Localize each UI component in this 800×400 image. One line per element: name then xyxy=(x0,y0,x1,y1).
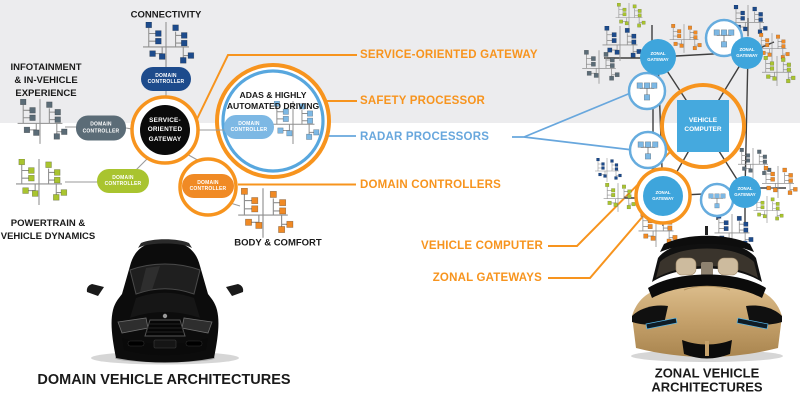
connectivity-label: CONNECTIVITY xyxy=(130,9,202,21)
zonal-gateway-label: ZONAL GATEWAY xyxy=(652,190,674,201)
callout-radar-processors: RADAR PROCESSORS xyxy=(360,131,490,143)
callout-zonal-gateways: ZONAL GATEWAYS xyxy=(432,272,542,284)
vehicle-computer-ring xyxy=(660,83,746,169)
body-comfort-label: BODY & COMFORT xyxy=(234,237,322,249)
zonal-gateway-label: ZONAL GATEWAY xyxy=(734,186,756,197)
zonal-car-image xyxy=(631,226,783,362)
service-oriented-gateway-node xyxy=(130,95,200,165)
domain-controller-pill-body: DOMAIN CONTROLLER xyxy=(182,174,234,198)
domain-architecture-title: DOMAIN VEHICLE ARCHITECTURES xyxy=(37,372,291,388)
domain-controller-pill-infotainment: DOMAIN CONTROLLER xyxy=(76,115,126,141)
domain-controller-pill-adas: DOMAIN CONTROLLER xyxy=(224,115,274,139)
network-tree xyxy=(15,159,68,205)
network-tree xyxy=(761,56,796,86)
service-oriented-gateway-label: SERVICE- ORIENTED GATEWAY xyxy=(147,117,183,143)
callout-service-oriented-gateway: SERVICE-ORIENTED GATEWAY xyxy=(360,49,538,61)
callout-lines xyxy=(196,54,671,279)
network-tree xyxy=(615,3,646,30)
domain-controller-label: DOMAIN CONTROLLER xyxy=(104,174,142,188)
radar-processor-circles xyxy=(627,18,744,218)
zonal-gateway-bottom-right: ZONAL GATEWAY xyxy=(729,176,761,208)
vehicle-computer-label: VEHICLE COMPUTER xyxy=(684,117,722,133)
network-tree xyxy=(17,99,68,144)
callout-safety-processor: SAFETY PROCESSOR xyxy=(360,95,486,107)
domain-controller-label: DOMAIN CONTROLLER xyxy=(82,121,120,135)
zonal-gateway-top-right: ZONAL GATEWAY xyxy=(731,37,763,69)
adas-circle xyxy=(215,63,331,179)
zonal-gateway-label: ZONAL GATEWAY xyxy=(736,47,758,58)
zonal-gateway-label: ZONAL GATEWAY xyxy=(647,51,669,62)
adas-label: ADAS & HIGHLY AUTOMATED DRIVING xyxy=(226,89,320,111)
domain-controller-pill-powertrain: DOMAIN CONTROLLER xyxy=(97,169,149,193)
domain-controller-label: DOMAIN CONTROLLER xyxy=(147,72,185,86)
network-tree xyxy=(237,188,294,238)
zonal-architecture-title: ZONAL VEHICLE ARCHITECTURES xyxy=(651,365,763,395)
callout-vehicle-computer: VEHICLE COMPUTER xyxy=(420,240,543,252)
domain-controller-label: DOMAIN CONTROLLER xyxy=(230,120,268,134)
network-tree xyxy=(594,158,622,182)
network-tree xyxy=(603,183,636,212)
domain-controller-pill-connectivity: DOMAIN CONTROLLER xyxy=(141,67,191,91)
domain-car-image xyxy=(86,239,244,365)
network-tree xyxy=(142,22,195,68)
network-tree xyxy=(581,50,620,84)
vehicle-computer-node: VEHICLE COMPUTER xyxy=(677,100,729,152)
domain-controller-label: DOMAIN CONTROLLER xyxy=(189,179,227,193)
powertrain-label: POWERTRAIN & VEHICLE DYNAMICS xyxy=(0,218,96,242)
callout-domain-controllers: DOMAIN CONTROLLERS xyxy=(360,179,501,191)
zonal-gateway-bottom-left: ZONAL GATEWAY xyxy=(643,176,683,216)
infotainment-label: INFOTAINMENT & IN-VEHICLE EXPERIENCE xyxy=(10,61,82,99)
zonal-gateway-top-left: ZONAL GATEWAY xyxy=(640,39,676,75)
